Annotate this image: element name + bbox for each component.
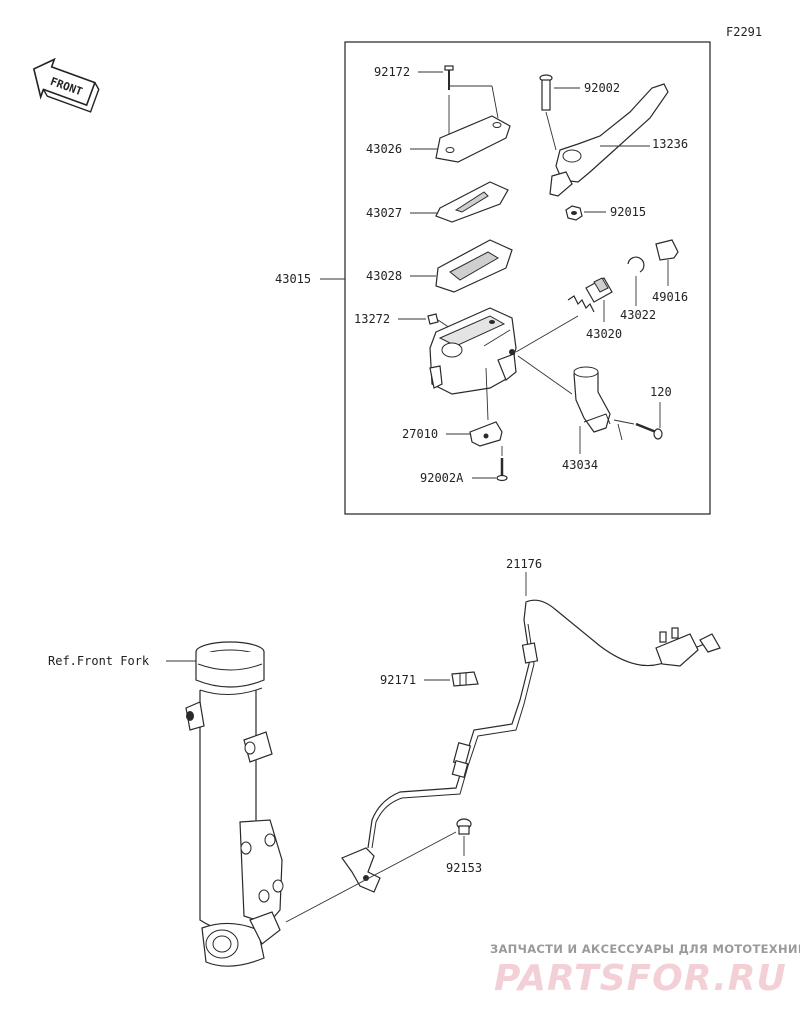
label-92002: 92002 xyxy=(584,81,620,95)
reference-label: Ref.Front Fork xyxy=(48,654,150,668)
label-120: 120 xyxy=(650,385,672,399)
part-43020-piston-kit[interactable] xyxy=(567,277,613,322)
label-43020: 43020 xyxy=(586,327,622,341)
label-13236: 13236 xyxy=(652,137,688,151)
part-92171-wheel-sensor-clamp[interactable] xyxy=(424,671,479,687)
label-43028: 43028 xyxy=(366,269,402,283)
label-13272: 13272 xyxy=(354,312,390,326)
part-92015-nut[interactable] xyxy=(565,205,606,221)
part-49016-dust-boot[interactable] xyxy=(655,239,679,286)
part-27010-brake-switch[interactable] xyxy=(446,421,503,447)
part-master-cylinder-body[interactable] xyxy=(429,307,579,421)
part-43034-handlebar-clamp[interactable] xyxy=(573,366,623,454)
part-21176-brake-hose[interactable] xyxy=(341,572,721,893)
front-arrow-icon: FRONT xyxy=(32,57,100,113)
watermark-brand: PARTSFOR.RU xyxy=(494,958,787,999)
label-92002A: 92002A xyxy=(420,471,464,485)
part-43028-diaphragm[interactable] xyxy=(410,239,513,293)
part-43027-diaphragm-plate[interactable] xyxy=(410,181,509,223)
label-43022: 43022 xyxy=(620,308,656,322)
label-43027: 43027 xyxy=(366,206,402,220)
part-13236-brake-lever[interactable] xyxy=(549,83,669,197)
diagram-code: F2291 xyxy=(726,25,762,39)
master-cylinder-assembly-box xyxy=(344,41,711,515)
part-92002-pivot-bolt[interactable] xyxy=(539,74,580,151)
label-92171: 92171 xyxy=(380,673,416,687)
label-21176: 21176 xyxy=(506,557,542,571)
part-43022-circlip[interactable] xyxy=(627,256,645,306)
watermark-tagline: ЗАПЧАСТИ И АКСЕССУАРЫ ДЛЯ МОТОТЕХНИКИ xyxy=(490,942,800,956)
label-92172: 92172 xyxy=(374,65,410,79)
part-92002A-screw[interactable] xyxy=(472,446,508,482)
label-92015: 92015 xyxy=(610,205,646,219)
label-27010: 27010 xyxy=(402,427,438,441)
label-43034: 43034 xyxy=(562,458,598,472)
part-92172-screw[interactable] xyxy=(418,65,454,90)
part-120-clamp-bolt[interactable] xyxy=(613,402,663,440)
part-43026-reservoir-cap[interactable] xyxy=(410,115,511,163)
label-43026: 43026 xyxy=(366,142,402,156)
front-fork-reference xyxy=(185,641,284,967)
label-92153: 92153 xyxy=(446,861,482,875)
label-49016: 49016 xyxy=(652,290,688,304)
part-92153-bolt[interactable] xyxy=(285,818,472,923)
assembly-label: 43015 xyxy=(275,272,311,286)
